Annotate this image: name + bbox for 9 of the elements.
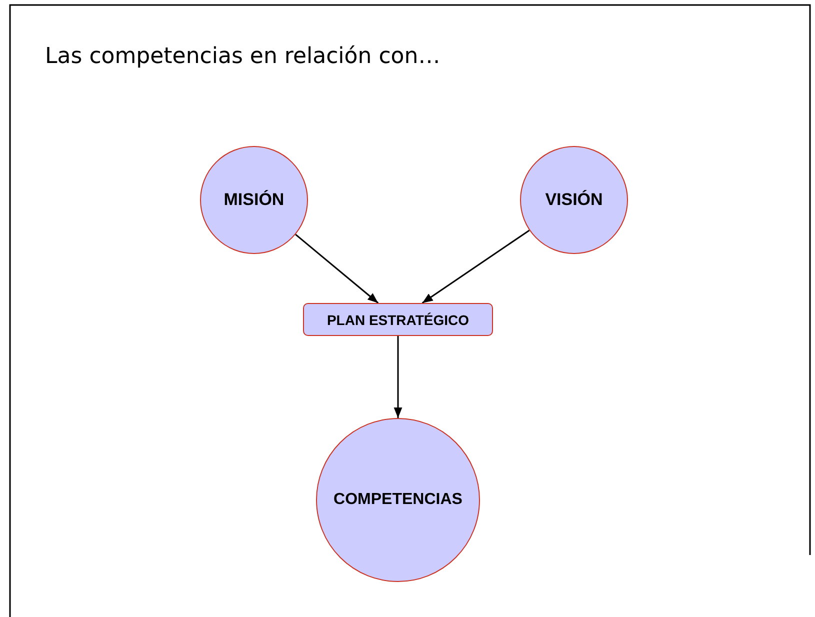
node-label: COMPETENCIAS bbox=[334, 491, 462, 509]
process-box bbox=[303, 303, 493, 336]
node-label: VISIÓN bbox=[545, 190, 603, 210]
arrow bbox=[394, 336, 402, 418]
node-label: MISIÓN bbox=[224, 190, 284, 210]
title: Las competencias en relación con… bbox=[45, 44, 440, 69]
arrow bbox=[422, 230, 530, 304]
arrow bbox=[295, 234, 379, 304]
node-label: PLAN ESTRATÉGICO bbox=[326, 312, 470, 328]
